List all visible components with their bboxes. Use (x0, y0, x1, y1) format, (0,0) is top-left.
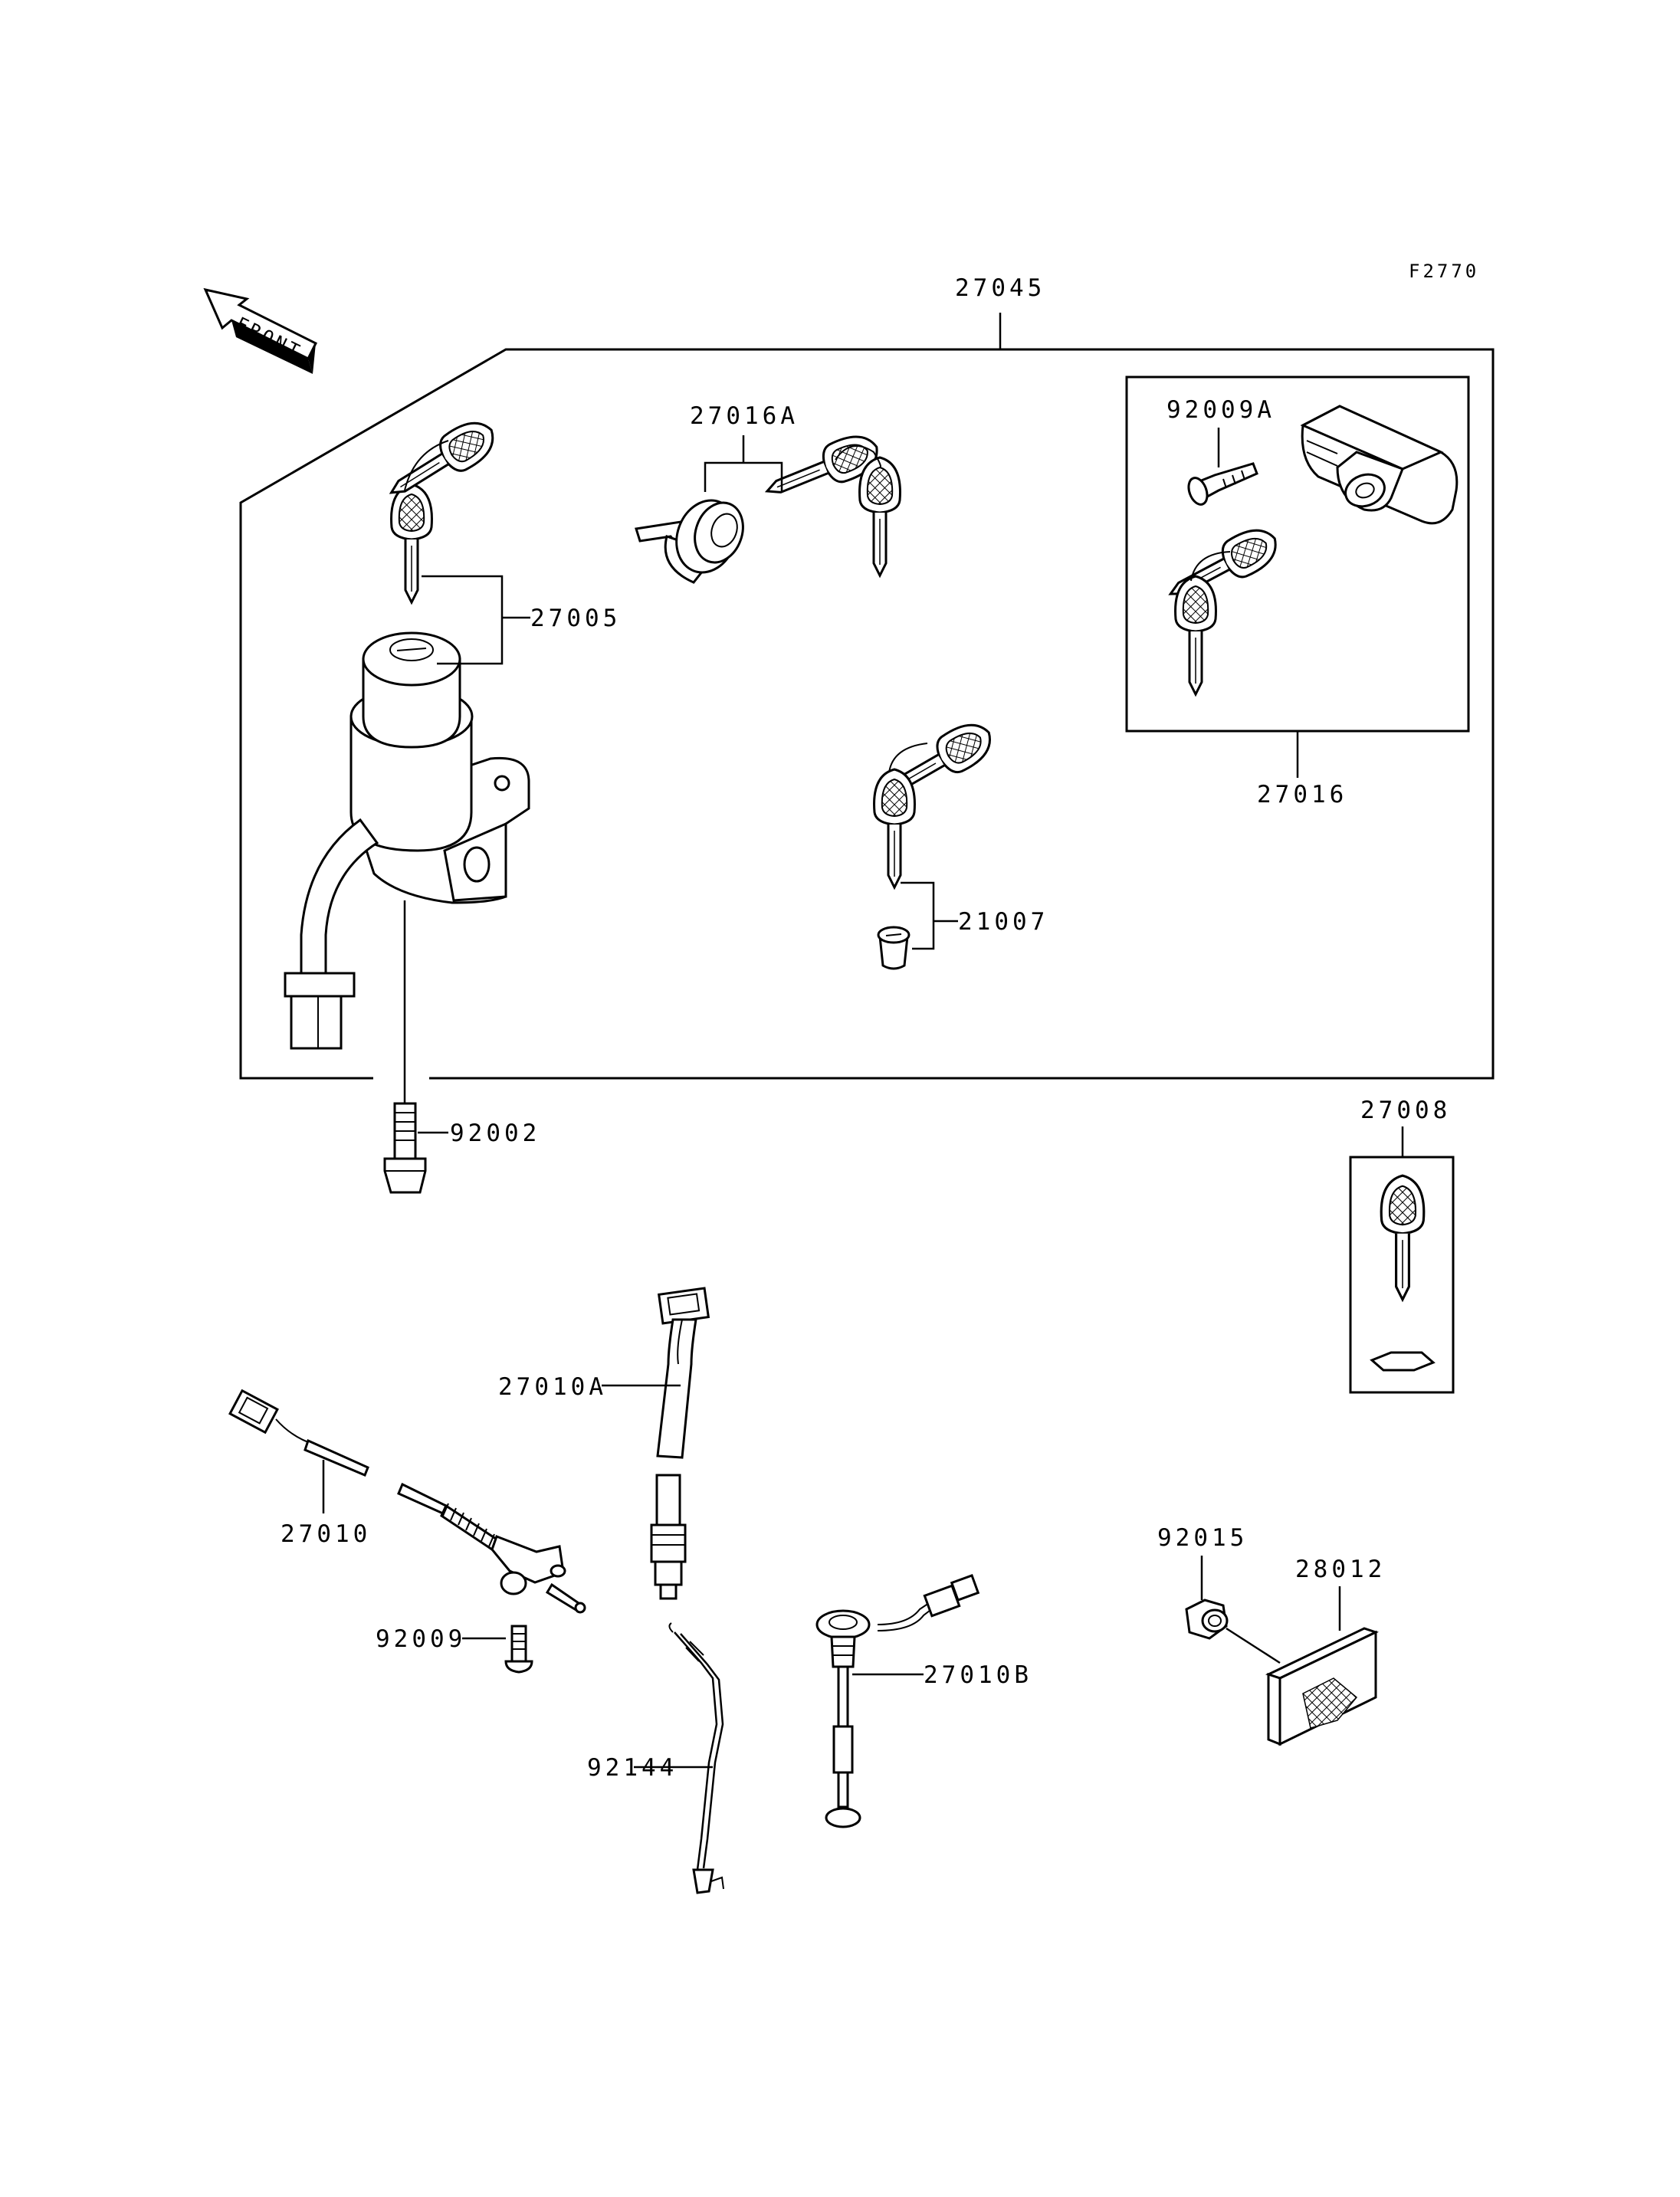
lock-housing-27016 (1300, 405, 1459, 525)
label-27008: 27008 (1360, 1097, 1451, 1124)
sensor-27010B (815, 1574, 980, 1828)
screw-92009 (504, 1625, 533, 1674)
label-27016A: 27016A (690, 402, 799, 430)
label-27010A: 27010A (498, 1373, 607, 1401)
label-27045: 27045 (955, 274, 1045, 302)
plate-28012 (1265, 1627, 1379, 1746)
label-92009: 92009 (376, 1625, 466, 1653)
ignition-key-1 (390, 483, 433, 604)
label-92009A: 92009A (1166, 396, 1275, 424)
key-21007-2 (873, 768, 916, 889)
key-27008 (1380, 1174, 1426, 1301)
label-28012: 28012 (1295, 1556, 1386, 1583)
label-92144: 92144 (587, 1754, 678, 1782)
kit-outline-27045 (239, 313, 1495, 1080)
switch-27010A (650, 1287, 710, 1600)
kit-box-27016 (1125, 375, 1470, 733)
screw-92009A (1187, 462, 1258, 506)
label-21007: 21007 (958, 908, 1048, 936)
label-27010B: 27010B (924, 1661, 1032, 1689)
bolt-92002 (383, 1102, 427, 1194)
nut-92015 (1185, 1599, 1229, 1640)
label-27016: 27016 (1257, 781, 1347, 808)
ignition-switch (284, 631, 530, 1050)
cap-21007 (877, 926, 911, 970)
figure-code: F2770 (1409, 261, 1479, 282)
switch-27010 (228, 1389, 586, 1614)
label-27005: 27005 (530, 605, 621, 632)
lock-key-27016A-2 (858, 456, 901, 577)
lock-key-27016-2 (1174, 575, 1217, 696)
front-arrow-icon: FRONT (203, 287, 318, 374)
lock-cylinder-27016A (635, 499, 744, 584)
rod-92144 (668, 1622, 724, 1894)
label-27010: 27010 (281, 1520, 371, 1548)
key-card-27008 (1349, 1156, 1455, 1394)
label-92015: 92015 (1157, 1524, 1248, 1552)
label-92002: 92002 (450, 1120, 540, 1147)
